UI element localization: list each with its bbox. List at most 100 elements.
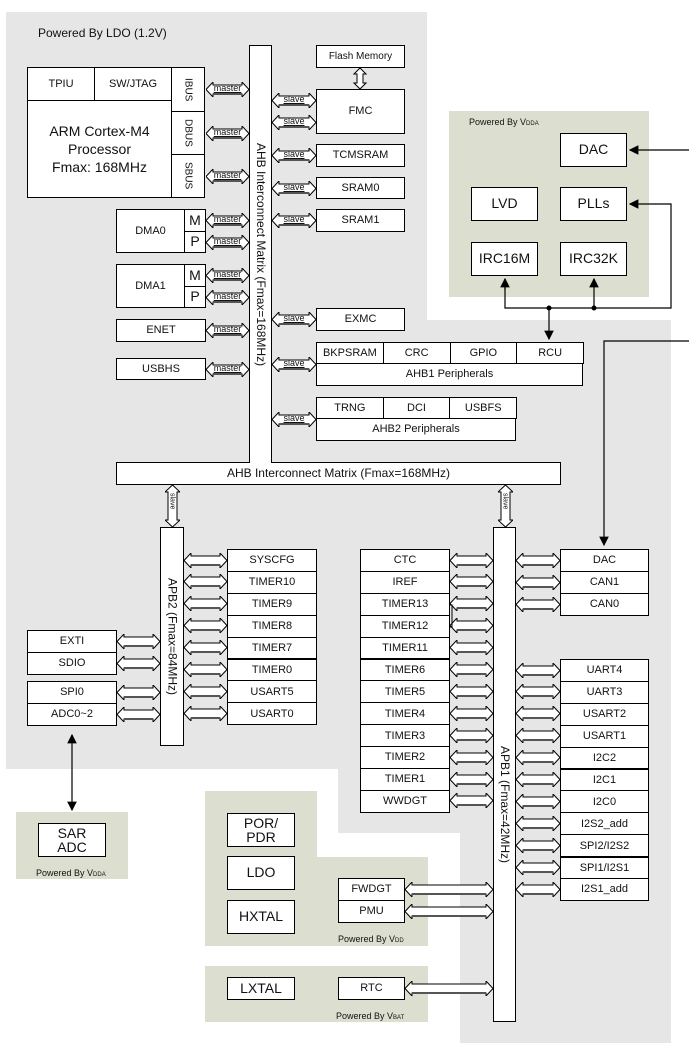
irc32k-block: IRC32K (560, 242, 627, 276)
irc16m-block: IRC16M (471, 242, 538, 276)
master-arrow-enet-label: master (213, 323, 242, 334)
cpu-type: Processor (67, 140, 132, 157)
enet-block: ENET (116, 319, 206, 342)
slave-arrow-exmc-label: slave (283, 312, 305, 323)
apb1-periph-timer6: TIMER6 (360, 658, 450, 682)
pmu-block: PMU (338, 900, 405, 923)
ahb-matrix-joint (250, 460, 271, 464)
apb2-arrow-timer10 (184, 574, 227, 590)
ldo-domain-label: Powered By LDO (1.2V) (38, 26, 167, 40)
apb1-bus: APB1 (Fmax=42MHz) (493, 527, 516, 1022)
apb1-arrow-rtc (405, 980, 493, 996)
slave-arrow-ahb1: slave (272, 356, 316, 372)
apb1-arrow-uart3 (516, 684, 560, 700)
apb1-arrow-timer3 (450, 727, 493, 743)
apb2-bus-label: APB2 (Fmax=84MHz) (165, 577, 180, 696)
apb1-periph-usart1: USART1 (560, 724, 649, 748)
apb1-periph-i2c2: I2C2 (560, 746, 649, 770)
sar-adc-block: SAR ADC (38, 823, 106, 857)
vdda-top-label-text: Powered By V (469, 117, 527, 127)
ahb1-item-rcu: RCU (516, 342, 584, 364)
dma0-block: DMA0 (116, 209, 185, 253)
apb2-periph-syscfg: SYSCFG (227, 549, 317, 572)
apb2-periph-exti: EXTI (27, 630, 117, 653)
apb2-periph-spi0: SPI0 (27, 681, 117, 704)
apb2-bus: APB2 (Fmax=84MHz) (160, 527, 184, 746)
apb1-periph-dac: DAC (560, 549, 649, 572)
sbus-port: SBUS (171, 154, 205, 198)
master-arrow-dma1-p-label: master (213, 290, 242, 301)
pdr-label: PDR (246, 829, 276, 845)
slave-arrow-ahb1-label: slave (283, 357, 305, 368)
ahb1-item-gpio: GPIO (449, 342, 518, 364)
slave-arrow-exmc: slave (272, 311, 316, 327)
rtc-block: RTC (338, 977, 405, 1000)
slave-arrow-ahb2-label: slave (283, 412, 305, 423)
sram0-block: SRAM0 (316, 177, 405, 199)
apb1-arrow-i2c2 (516, 750, 560, 766)
apb1-arrow-timer5 (450, 683, 493, 699)
master-arrow-ibus-label: master (213, 82, 242, 93)
apb2-periph-timer9: TIMER9 (227, 592, 317, 616)
ahb-matrix-vertical-label: AHB Interconnect Matrix (Fmax=168MHz) (254, 142, 269, 367)
apb1-periph-timer3: TIMER3 (360, 724, 450, 748)
apb1-periph-timer11: TIMER11 (360, 636, 450, 660)
por-label: POR/ (243, 815, 279, 831)
swjtag-block: SW/JTAG (94, 67, 172, 101)
tcmsram-block: TCMSRAM (316, 144, 405, 167)
vdda-top-label-sub: DDA (526, 121, 539, 127)
sbus-label: SBUS (182, 162, 194, 190)
apb1-arrow-fwdgt (405, 881, 493, 897)
flash-memory-block: Flash Memory (316, 45, 405, 68)
master-arrow-usbhs-label: master (213, 362, 242, 373)
cpu-core-block: ARM Cortex-M4 Processor Fmax: 168MHz (27, 100, 172, 198)
lvd-block: LVD (471, 187, 538, 221)
apb1-arrow-iref (450, 574, 493, 590)
apb1-arrow-dac (516, 552, 560, 568)
apb1-periph-iref: IREF (360, 570, 450, 594)
tpiu-block: TPIU (27, 67, 95, 101)
apb1-arrow-timer13 (450, 596, 493, 612)
apb2-arrow-timer7 (184, 640, 227, 656)
master-arrow-usbhs: master (206, 361, 249, 377)
ahb2-item-usbfs: USBFS (449, 397, 518, 419)
slave-arrow-fmc-1: slave (272, 92, 316, 108)
apb1-periph-timer13: TIMER13 (360, 592, 450, 616)
junction-dot (591, 305, 597, 311)
apb1-arrow-wwdgt (450, 793, 493, 809)
sar-adc-line1: SAR (57, 825, 87, 841)
vbat-label-sub: BAT (393, 1015, 405, 1021)
apb1-periph-uart3: UART3 (560, 680, 649, 704)
hxtal-block: HXTAL (227, 900, 295, 934)
apb1-periph-wwdgt: WWDGT (360, 789, 450, 813)
ahb1-item-bkpsram: BKPSRAM (316, 342, 384, 364)
apb1-periph-ctc: CTC (360, 549, 450, 572)
cpu-name: ARM Cortex-M4 (49, 122, 150, 139)
apb1-arrow-i2c1 (516, 772, 560, 787)
apb1-arrow-timer12 (450, 618, 493, 634)
vdd-label-text: Powered By V (338, 934, 396, 944)
dbus-port: DBUS (171, 111, 205, 155)
apb1-periph-timer5: TIMER5 (360, 680, 450, 704)
slave-arrow-sram1: slave (272, 212, 316, 228)
apb1-arrow-timer1 (450, 771, 493, 787)
ibus-port: IBUS (171, 67, 205, 112)
ldo-block: LDO (227, 856, 295, 890)
dma1-block: DMA1 (116, 264, 185, 308)
ahb2-item-dci: DCI (382, 397, 451, 419)
vbat-label-text: Powered By V (336, 1011, 394, 1021)
slave-arrow-ahb2: slave (272, 411, 316, 427)
apb2-left-arrow-2 (117, 684, 160, 700)
apb1-arrow-i2s2_add (516, 815, 560, 831)
dma0-m-port: M (184, 209, 206, 232)
vdda-adc-label: Powered By VDDA (36, 868, 106, 878)
apb2-periph-adc0-2: ADC0~2 (27, 703, 117, 726)
apb2-periph-timer10: TIMER10 (227, 570, 317, 594)
dma1-p-port: P (184, 286, 206, 308)
apb2-left-arrow-0 (117, 633, 160, 649)
slave-arrow-fmc-2: slave (272, 114, 316, 130)
slave-arrow-sram0: slave (272, 180, 316, 196)
apb1-periph-can1: CAN1 (560, 571, 649, 594)
ahb-matrix-horizontal: AHB Interconnect Matrix (Fmax=168MHz) (116, 462, 561, 485)
master-arrow-dbus: master (206, 125, 249, 141)
